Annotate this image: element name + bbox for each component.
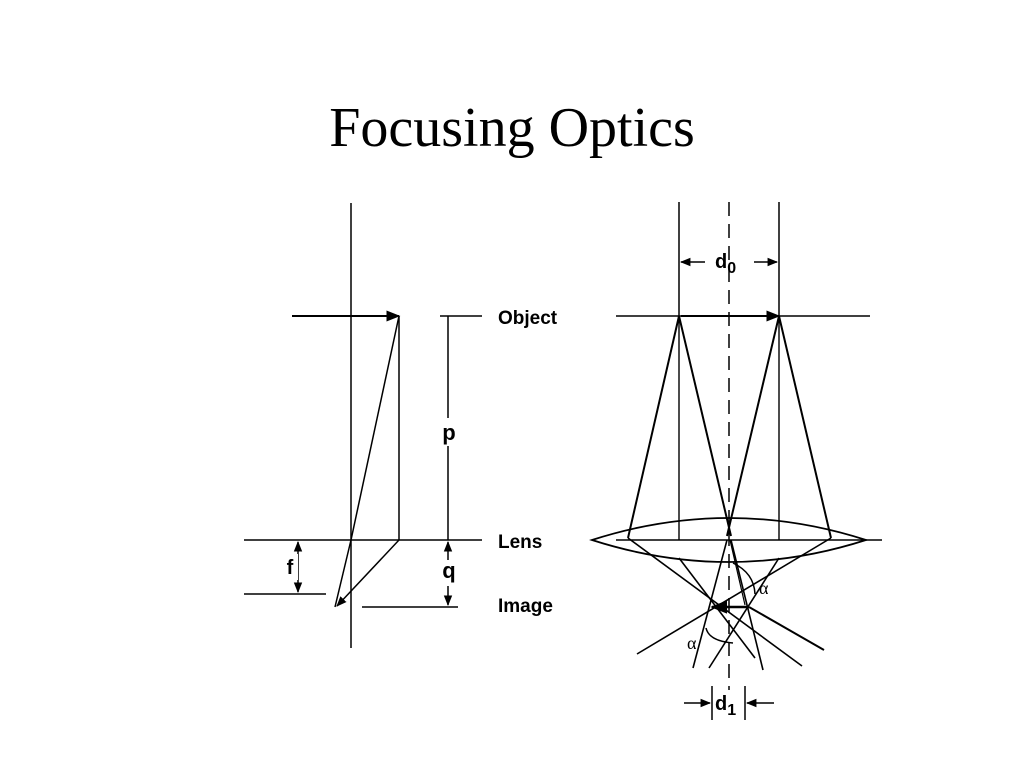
d0-label: d0	[715, 251, 736, 277]
image-label: Image	[498, 596, 553, 617]
lens-label: Lens	[498, 532, 542, 553]
rays-from-right-point	[726, 315, 832, 540]
rays-from-left-point	[627, 315, 732, 540]
bottom-ray-right	[748, 606, 825, 651]
chief-ray-continued	[334, 539, 352, 608]
alpha-arc-top	[732, 562, 756, 595]
slide-title: Focusing Optics	[329, 97, 695, 159]
p-label: p	[442, 420, 455, 445]
chief-ray	[350, 315, 400, 541]
refracted-ray	[336, 539, 400, 607]
d1-label: d1	[715, 693, 736, 719]
alpha-label-top: α	[759, 578, 769, 598]
f-label: f	[287, 557, 294, 579]
lens	[589, 517, 869, 563]
q-label: q	[442, 558, 455, 583]
alpha-label-bottom: α	[687, 633, 697, 653]
right-beam-diagram	[589, 202, 882, 720]
object-label: Object	[498, 308, 558, 329]
alpha-arc-bottom	[705, 627, 734, 644]
